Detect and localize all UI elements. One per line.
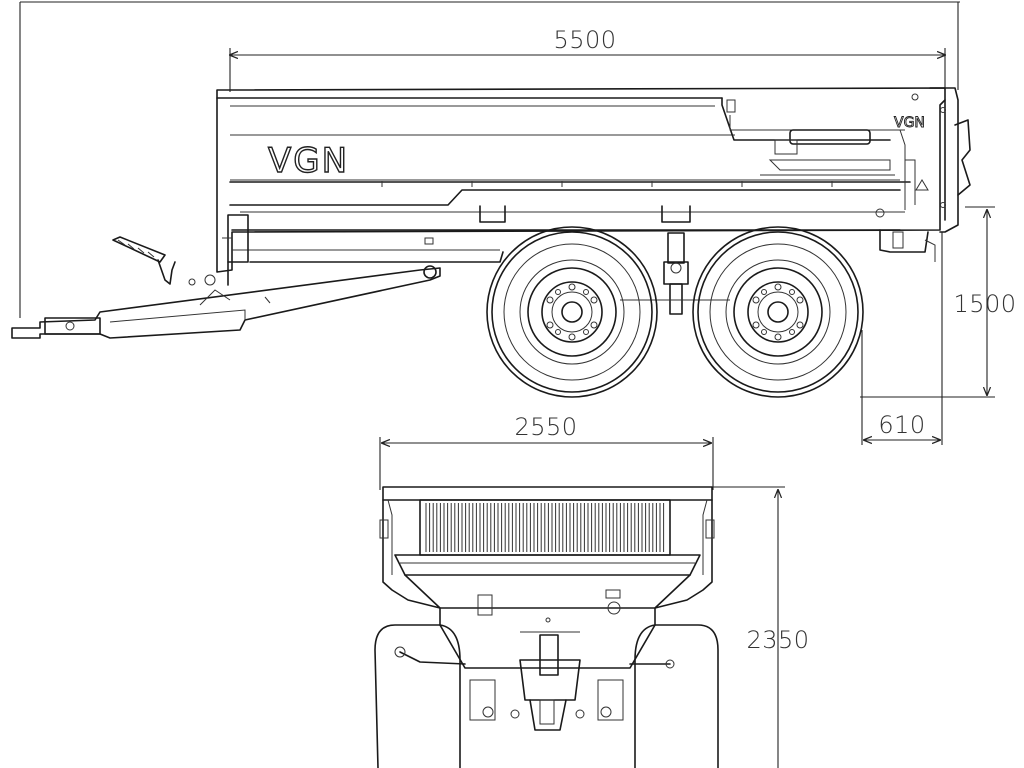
suspension xyxy=(620,232,730,315)
rear-wheel xyxy=(692,226,864,398)
dimension-label-total-height: 2350 xyxy=(746,626,809,654)
dimension-label-bed-height: 1500 xyxy=(953,290,1016,318)
drawbar xyxy=(11,265,441,339)
front-wheel xyxy=(486,226,658,398)
hydraulic-assembly xyxy=(726,93,929,210)
dimension-length: 5500 xyxy=(230,26,945,92)
dimension-rear-overhang: 610 xyxy=(861,232,943,445)
dimension-label-length: 5500 xyxy=(553,26,616,54)
dimension-label-rear-overhang: 610 xyxy=(878,411,925,439)
rear-view xyxy=(374,486,719,768)
dimension-height-bed: 1500 xyxy=(860,206,1016,398)
dimension-width: 2550 xyxy=(379,413,714,490)
dimension-total-height: 2350 xyxy=(713,486,809,768)
dimension-label-width: 2550 xyxy=(514,413,577,441)
parking-jack xyxy=(112,236,216,286)
rear-grille xyxy=(425,503,665,552)
side-view: VGN VGN xyxy=(11,87,971,398)
side-logo-small: VGN xyxy=(894,115,925,131)
side-logo: VGN xyxy=(268,141,349,181)
overall-dimension-lines xyxy=(19,1,960,318)
